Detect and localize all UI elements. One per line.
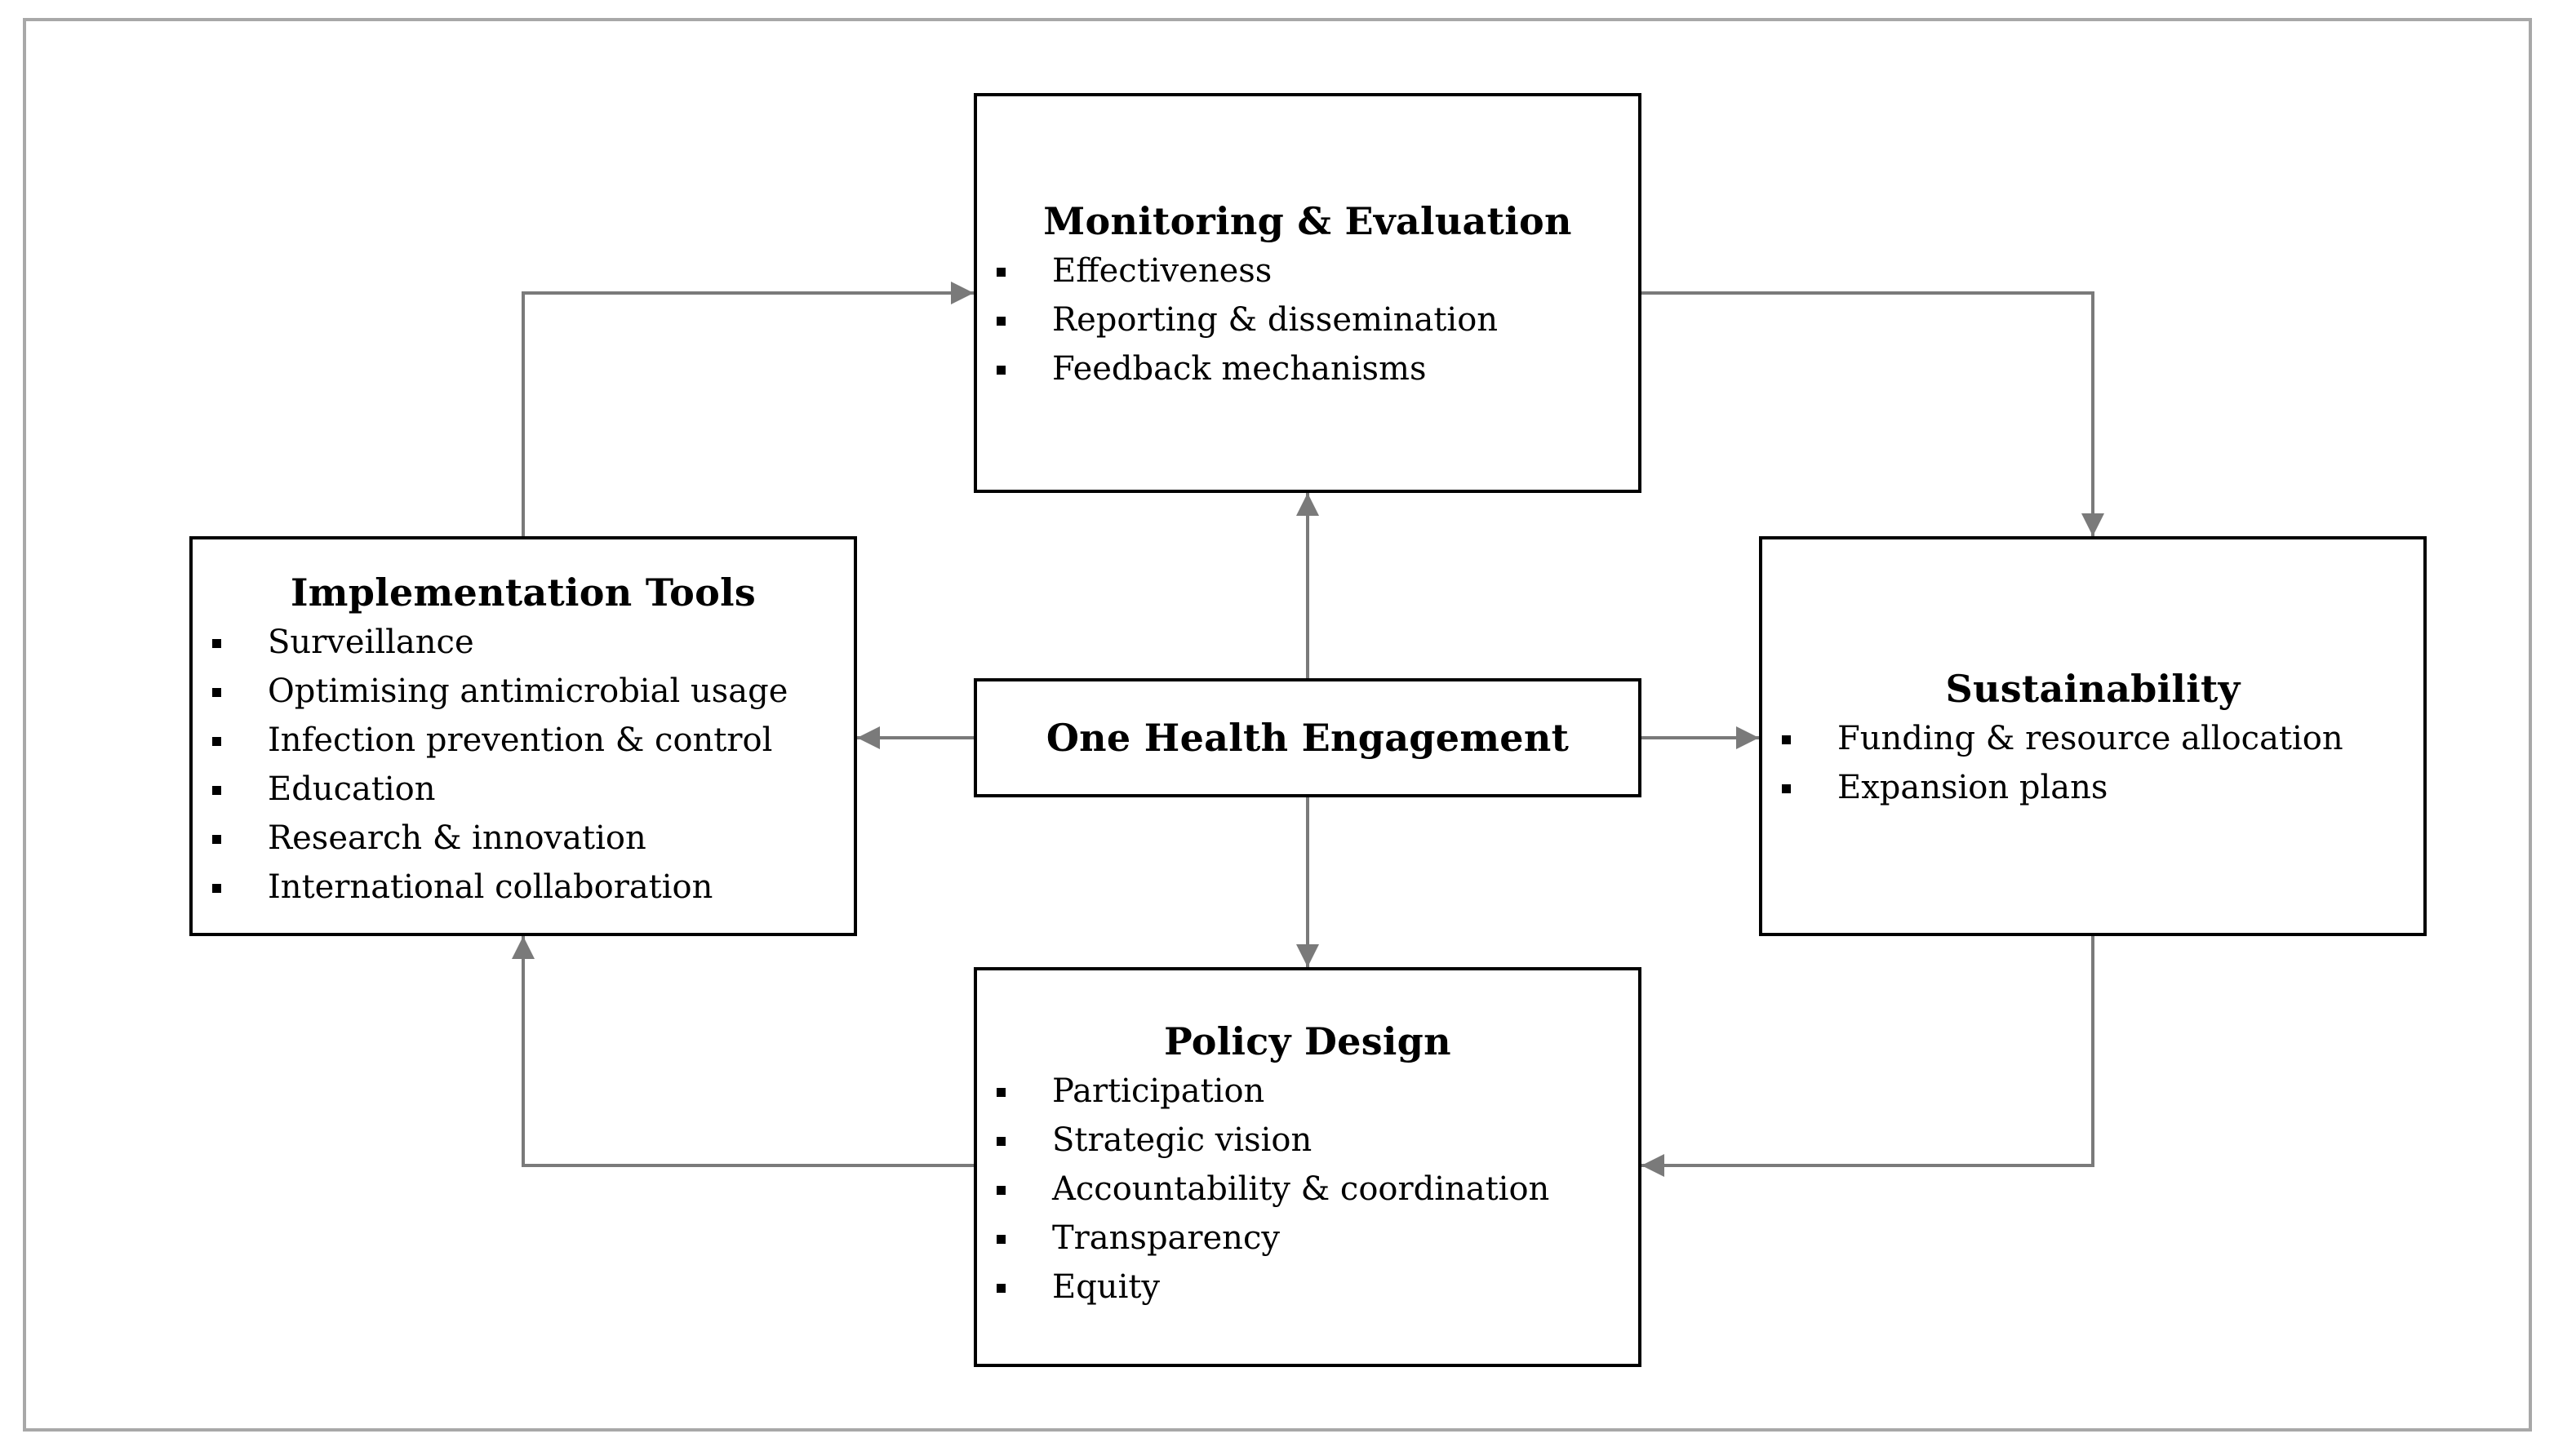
- list-item: Equity: [977, 1263, 1638, 1312]
- policy-design-list: Participation Strategic vision Accountab…: [977, 1067, 1638, 1312]
- list-item: Accountability & coordination: [977, 1165, 1638, 1214]
- one-health-engagement-title: One Health Engagement: [1046, 716, 1570, 760]
- list-item: Surveillance: [193, 618, 854, 667]
- list-item: Research & innovation: [193, 814, 854, 863]
- policy-design-title: Policy Design: [1164, 1019, 1451, 1063]
- list-item: Funding & resource allocation: [1762, 714, 2423, 763]
- monitoring-evaluation-title: Monitoring & Evaluation: [1043, 199, 1572, 243]
- arrow-monitoring-to-sustainability: [1641, 291, 2104, 536]
- arrow-implementation-to-monitoring: [522, 282, 974, 536]
- list-item: Education: [193, 765, 854, 814]
- arrow-policy-to-implementation: [512, 936, 974, 1167]
- list-item: Participation: [977, 1067, 1638, 1116]
- list-item: Transparency: [977, 1214, 1638, 1263]
- monitoring-evaluation-list: Effectiveness Reporting & dissemination …: [977, 246, 1638, 393]
- list-item: Optimising antimicrobial usage: [193, 667, 854, 716]
- implementation-tools-list: Surveillance Optimising antimicrobial us…: [193, 618, 854, 912]
- implementation-tools-title: Implementation Tools: [290, 570, 757, 615]
- list-item: Reporting & dissemination: [977, 295, 1638, 344]
- list-item: Strategic vision: [977, 1116, 1638, 1165]
- sustainability-title: Sustainability: [1945, 667, 2241, 711]
- list-item: International collaboration: [193, 863, 854, 912]
- list-item: Effectiveness: [977, 246, 1638, 295]
- outer-frame: [23, 18, 2532, 1432]
- list-item: Infection prevention & control: [193, 716, 854, 765]
- arrow-sustainability-to-policy: [1641, 936, 2094, 1177]
- sustainability-list: Funding & resource allocation Expansion …: [1762, 714, 2423, 812]
- list-item: Feedback mechanisms: [977, 344, 1638, 393]
- monitoring-evaluation-box: Monitoring & Evaluation Effectiveness Re…: [974, 93, 1641, 493]
- list-item: Expansion plans: [1762, 763, 2423, 812]
- implementation-tools-box: Implementation Tools Surveillance Optimi…: [189, 536, 857, 936]
- sustainability-box: Sustainability Funding & resource alloca…: [1759, 536, 2427, 936]
- one-health-engagement-box: One Health Engagement: [974, 678, 1641, 797]
- policy-design-box: Policy Design Participation Strategic vi…: [974, 967, 1641, 1367]
